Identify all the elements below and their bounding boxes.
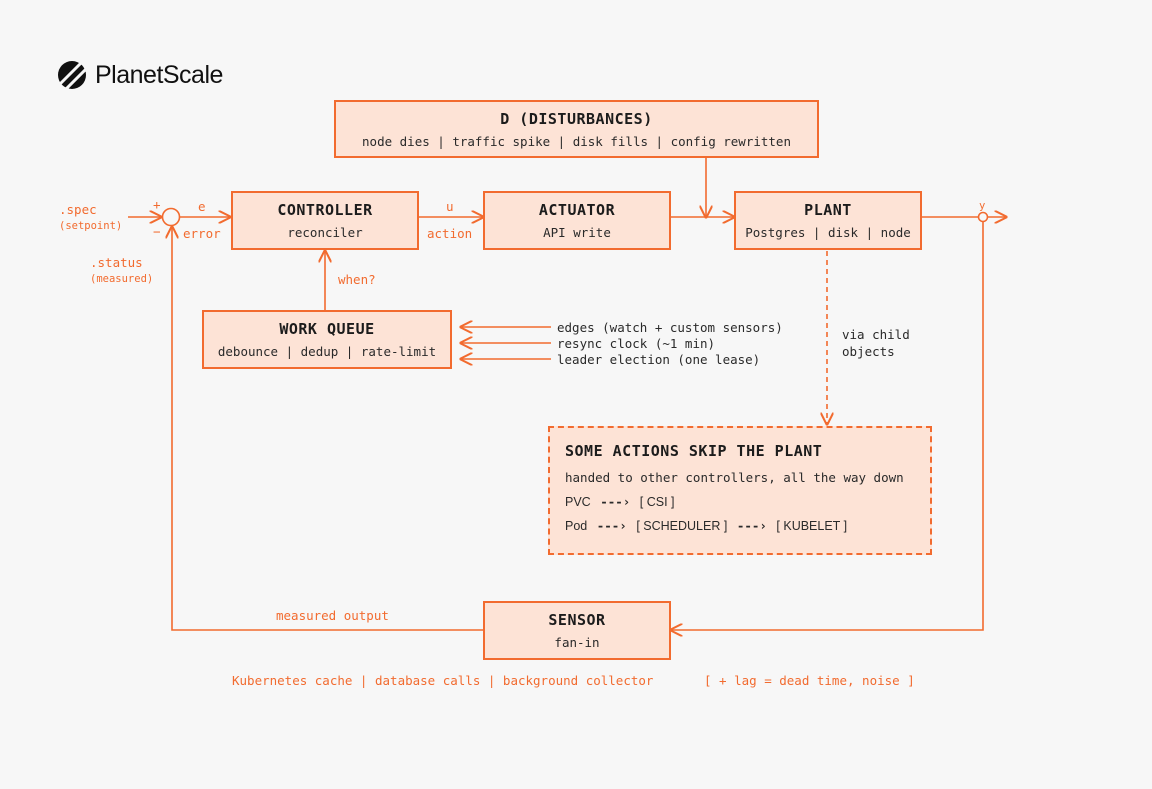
sensor-sources: Kubernetes cache | database calls | back… bbox=[232, 673, 654, 688]
pvc-to: [ CSI ] bbox=[639, 495, 675, 509]
summing-junction bbox=[161, 207, 181, 227]
sensor-box: SENSOR fan-in bbox=[483, 601, 671, 660]
plus-sign: + bbox=[153, 197, 161, 212]
controller-sub: reconciler bbox=[287, 225, 363, 240]
pvc-arrow: ---› bbox=[600, 494, 631, 509]
actuator-sub: API write bbox=[543, 225, 611, 240]
pod-row: Pod ---› [ SCHEDULER ] ---› [ KUBELET ] bbox=[565, 518, 930, 533]
plant-sub: Postgres | disk | node bbox=[745, 225, 911, 240]
trigger-resync: resync clock (~1 min) bbox=[557, 336, 716, 351]
output-takeoff bbox=[977, 211, 989, 223]
error-symbol: e bbox=[198, 199, 206, 214]
pod-to: [ SCHEDULER ] bbox=[636, 519, 728, 533]
trigger-leader: leader election (one lease) bbox=[557, 352, 761, 367]
pvc-row: PVC ---› [ CSI ] bbox=[565, 494, 930, 509]
error-label: error bbox=[183, 226, 221, 241]
status-label: .status bbox=[90, 255, 143, 270]
plant-title: PLANT bbox=[804, 201, 852, 219]
disturbances-items: node dies | traffic spike | disk fills |… bbox=[362, 133, 791, 149]
work-queue-sub: debounce | dedup | rate-limit bbox=[217, 344, 437, 359]
planetscale-logo-icon bbox=[58, 61, 87, 90]
skip-plant-box: SOME ACTIONS SKIP THE PLANT handed to ot… bbox=[548, 426, 932, 555]
feedback-to-sensor bbox=[671, 221, 984, 630]
work-queue-title: WORK QUEUE bbox=[279, 320, 375, 338]
sensor-sub: fan-in bbox=[554, 635, 600, 650]
controller-box: CONTROLLER reconciler bbox=[231, 191, 419, 250]
pod-from: Pod bbox=[565, 519, 588, 533]
actuator-box: ACTUATOR API write bbox=[483, 191, 671, 250]
pvc-from: PVC bbox=[565, 495, 591, 509]
planetscale-logo: PlanetScale bbox=[57, 59, 223, 91]
sensor-note: [ + lag = dead time, noise ] bbox=[704, 673, 915, 688]
measured-output-label: measured output bbox=[276, 608, 389, 623]
skip-plant-title: SOME ACTIONS SKIP THE PLANT bbox=[565, 442, 823, 460]
disturbances-box: D (DISTURBANCES) node dies | traffic spi… bbox=[334, 100, 819, 158]
controller-title: CONTROLLER bbox=[277, 201, 373, 219]
action-label: action bbox=[427, 226, 473, 241]
spec-label: .spec bbox=[59, 202, 97, 217]
output-symbol: y bbox=[979, 200, 986, 212]
via-child-label: via child bbox=[842, 327, 910, 342]
via-child-label-2: objects bbox=[842, 344, 895, 359]
action-symbol: u bbox=[446, 199, 454, 214]
pod-to-2: [ KUBELET ] bbox=[776, 519, 848, 533]
trigger-edges: edges (watch + custom sensors) bbox=[557, 320, 783, 335]
work-queue-box: WORK QUEUE debounce | dedup | rate-limit bbox=[202, 310, 452, 369]
pod-arrow-2: ---› bbox=[736, 518, 767, 533]
plant-box: PLANT Postgres | disk | node bbox=[734, 191, 922, 250]
actuator-title: ACTUATOR bbox=[538, 201, 616, 219]
minus-sign: − bbox=[153, 224, 161, 239]
disturbances-title: D (DISTURBANCES) bbox=[500, 109, 653, 128]
pod-arrow: ---› bbox=[596, 518, 627, 533]
setpoint-label: (setpoint) bbox=[59, 220, 123, 232]
when-label: when? bbox=[338, 272, 376, 287]
sensor-title: SENSOR bbox=[548, 611, 606, 629]
skip-plant-note: handed to other controllers, all the way… bbox=[565, 470, 904, 485]
measured-label: (measured) bbox=[90, 273, 154, 285]
measured-feedback bbox=[172, 227, 484, 631]
brand-name: PlanetScale bbox=[95, 60, 223, 89]
